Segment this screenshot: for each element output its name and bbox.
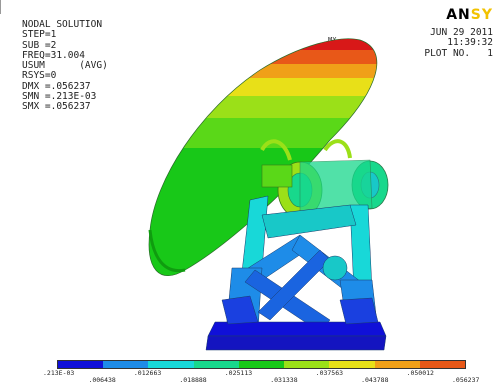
legend-value-label: .037563 xyxy=(315,369,344,377)
legend-color-cell xyxy=(329,361,375,368)
legend-value-label: .012663 xyxy=(133,369,162,377)
solution-info-panel: NODAL SOLUTION STEP=1 SUB =2 FREQ=31.004… xyxy=(22,19,108,113)
legend-value-label: .025113 xyxy=(224,369,253,377)
legend-color-cell xyxy=(103,361,149,368)
solution-title: NODAL SOLUTION xyxy=(22,19,103,30)
legend-color-cell xyxy=(419,361,465,368)
legend-value-label: .006438 xyxy=(88,376,116,384)
plot-time: 11:39:32 xyxy=(447,37,493,49)
info-line-freq: FREQ=31.004 xyxy=(22,49,85,61)
legend-color-cell xyxy=(284,361,330,368)
plot-header: JUN 29 2011 11:39:32 PLOT NO. 1 xyxy=(424,27,493,59)
frame-corner-mark xyxy=(0,0,7,14)
info-line-dmx: DMX =.056237 xyxy=(22,80,91,92)
logo-prefix: AN xyxy=(446,7,471,23)
logo-suffix: SY xyxy=(470,7,493,23)
legend-value-label: .056237 xyxy=(452,376,480,384)
legend-value-label: .050012 xyxy=(406,369,434,377)
legend-color-cell xyxy=(58,361,104,368)
legend-color-cell xyxy=(148,361,194,368)
legend-color-cell xyxy=(238,361,285,368)
ansys-logo: ANSY xyxy=(446,7,493,23)
legend-value-label: .043788 xyxy=(361,376,389,384)
support-truss xyxy=(205,195,387,351)
info-line-smn: SMN =.213E-03 xyxy=(22,91,97,103)
contour-legend-bar xyxy=(57,360,466,369)
info-line-step: STEP=1 xyxy=(22,29,57,41)
info-line-sub: SUB =2 xyxy=(22,39,57,51)
dish-outline xyxy=(148,38,378,276)
info-line-usum: USUM (AVG) xyxy=(22,60,108,72)
legend-value-label: .213E-03 xyxy=(43,369,75,377)
legend-value-label: .018888 xyxy=(179,376,207,384)
legend-color-cell xyxy=(374,361,420,368)
contour-legend-labels: .213E-03 .006438 .012663 .018888 .025113 .031… xyxy=(0,369,499,384)
legend-value-label: .031338 xyxy=(270,376,298,384)
plot-number: PLOT NO. 1 xyxy=(424,47,493,59)
yoke-assembly xyxy=(260,139,389,219)
dish-rim xyxy=(148,229,186,273)
legend-color-cell xyxy=(193,361,239,368)
info-line-rsys: RSYS=0 xyxy=(22,70,57,82)
info-line-smx: SMX =.056237 xyxy=(22,101,91,113)
plot-date: JUN 29 2011 xyxy=(430,27,493,38)
